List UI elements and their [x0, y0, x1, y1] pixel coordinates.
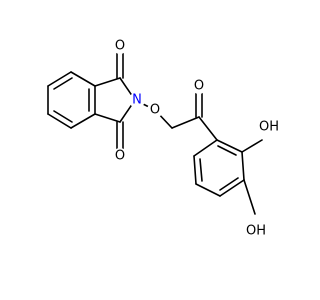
atom-ketone-oxygen: O	[191, 78, 207, 94]
atom-label-layer: O O N O O OH OH	[112, 38, 280, 239]
molecule-structure: O O N O O OH OH	[47, 38, 280, 239]
bond	[198, 116, 218, 141]
bond	[70, 113, 96, 129]
atom-label: OH	[246, 224, 266, 239]
bond	[171, 116, 200, 129]
atom-label: O	[115, 149, 125, 164]
bond	[199, 158, 203, 182]
atom-label: OH	[259, 120, 279, 135]
bond	[94, 77, 121, 87]
bond-layer	[47, 49, 263, 215]
bond	[241, 139, 263, 153]
bond	[195, 183, 221, 197]
atom-label: N	[132, 93, 142, 108]
bond	[53, 77, 73, 90]
bond	[70, 71, 96, 87]
bond	[47, 113, 72, 129]
bond	[53, 110, 73, 123]
atom-hydroxyl-lower: OH	[245, 223, 267, 239]
bond	[193, 139, 218, 157]
atom-ether-oxygen: O	[147, 102, 163, 118]
bond	[216, 139, 243, 153]
bond	[219, 179, 245, 197]
bond	[241, 151, 245, 181]
bond	[94, 113, 121, 123]
atom-label: O	[150, 103, 160, 118]
bond	[47, 71, 72, 87]
atom-label: O	[194, 79, 204, 94]
atom-carbonyl-oxygen-bottom: O	[112, 148, 128, 164]
atom-imide-nitrogen: N	[129, 92, 145, 108]
atom-label: O	[115, 39, 125, 54]
atom-hydroxyl-upper: OH	[258, 119, 280, 135]
bond	[217, 145, 237, 156]
bond	[193, 155, 197, 185]
bond	[243, 179, 256, 215]
bond	[219, 177, 239, 191]
atom-carbonyl-oxygen-top: O	[112, 38, 128, 54]
